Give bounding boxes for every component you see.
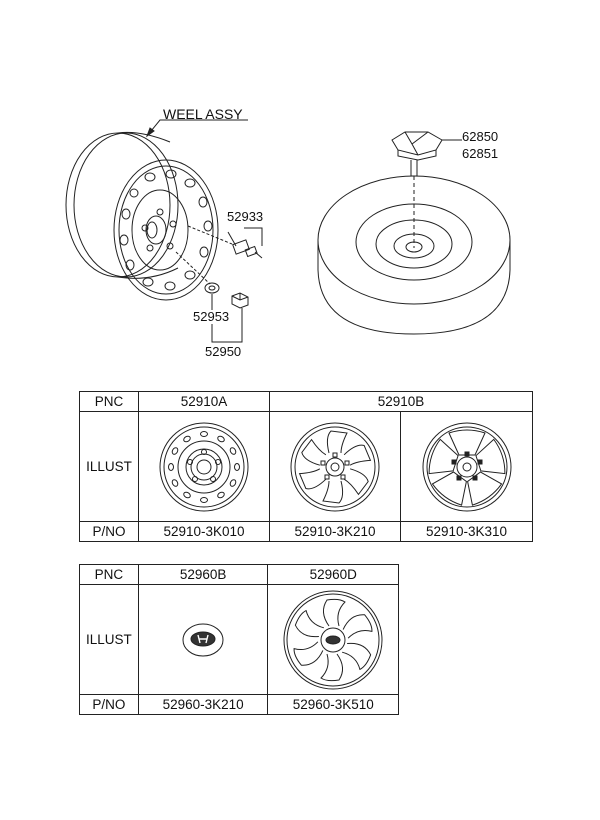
pno-52960-3K210: 52960-3K210 (137, 694, 269, 715)
wheel-washer (204, 282, 220, 294)
illust-wheel-cover (267, 584, 399, 695)
pnc-52910A: 52910A (138, 391, 270, 412)
part-62850-label: 62850 (462, 129, 499, 144)
hub-cap-parts-table: PNC 52960B 52960D ILLUST (79, 564, 399, 715)
spare-tire-hold-down-bolt (391, 131, 443, 248)
pno-row-label: P/NO (79, 694, 139, 715)
alloy-wheel-6-spoke-icon (290, 422, 380, 511)
wheel-cover-icon (283, 590, 383, 689)
pnc-52960D: 52960D (267, 564, 399, 585)
wheel-parts-table: PNC 52910A 52910B ILLUST (79, 391, 533, 542)
part-52950-label: 52950 (205, 344, 242, 359)
part-52933-label: 52933 (227, 209, 264, 224)
illust-row-label: ILLUST (79, 411, 139, 522)
illust-alloy-wheel-6-spoke (269, 411, 401, 522)
pnc-row-label: PNC (79, 391, 139, 412)
pno-52910-3K210: 52910-3K210 (269, 521, 401, 542)
illust-hub-cap (137, 584, 269, 695)
steel-wheel-assembly (65, 131, 219, 301)
hub-cap-emblem-icon (182, 623, 224, 656)
wheel-assy-label: WEEL ASSY (163, 106, 243, 122)
pno-row-label: P/NO (79, 521, 139, 542)
pno-52910-3K010: 52910-3K010 (138, 521, 270, 542)
pno-52910-3K310: 52910-3K310 (400, 521, 533, 542)
illust-steel-wheel (138, 411, 270, 522)
illust-row-label: ILLUST (79, 584, 139, 695)
lug-nut (231, 292, 249, 309)
part-62851-label: 62851 (462, 146, 499, 161)
part-52953-label: 52953 (193, 309, 230, 324)
alloy-wheel-5-spoke-icon (422, 422, 511, 511)
pno-52960-3K510: 52960-3K510 (267, 694, 399, 715)
steel-wheel-icon (159, 422, 249, 511)
pnc-row-label: PNC (79, 564, 139, 585)
valve-stem (227, 231, 263, 259)
illust-alloy-wheel-5-spoke (400, 411, 533, 522)
pnc-52910B: 52910B (269, 391, 533, 412)
pnc-52960B: 52960B (137, 564, 269, 585)
exploded-view-drawing (65, 119, 511, 343)
